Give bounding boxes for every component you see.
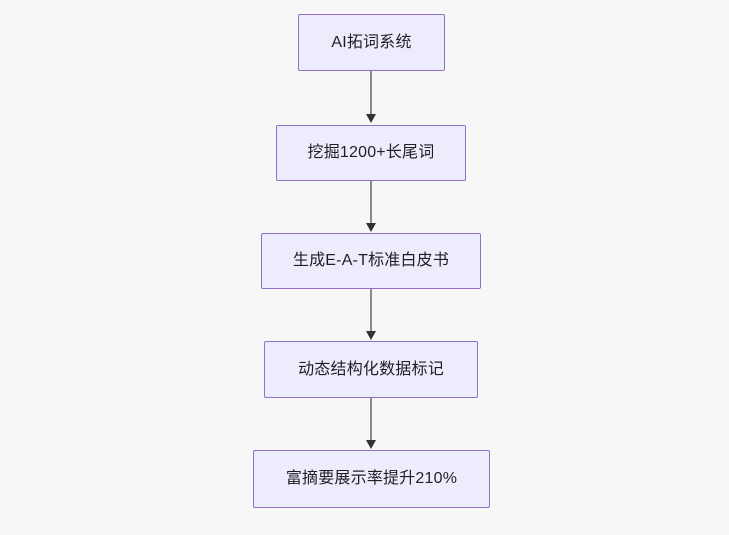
flow-node-ai-keyword-system[interactable]: AI拓词系统 — [298, 14, 445, 71]
arrowhead-node5 — [366, 440, 376, 449]
edge-node2-node3 — [370, 181, 372, 224]
flow-node-label: 富摘要展示率提升210% — [285, 470, 458, 488]
flow-node-label: 生成E-A-T标准白皮书 — [292, 252, 450, 270]
arrowhead-node2 — [366, 114, 376, 123]
flow-node-label: 动态结构化数据标记 — [298, 360, 444, 378]
flow-node-label: 挖掘1200+长尾词 — [307, 144, 435, 162]
flow-node-rich-snippet-result[interactable]: 富摘要展示率提升210% — [253, 450, 490, 508]
edge-node1-node2 — [370, 71, 372, 116]
flow-node-mine-longtail-keywords[interactable]: 挖掘1200+长尾词 — [276, 125, 466, 181]
flow-node-dynamic-structured-data[interactable]: 动态结构化数据标记 — [264, 341, 478, 398]
flow-node-generate-eat-whitepaper[interactable]: 生成E-A-T标准白皮书 — [261, 233, 481, 289]
edge-node3-node4 — [370, 289, 372, 332]
arrowhead-node3 — [366, 223, 376, 232]
arrowhead-node4 — [366, 331, 376, 340]
edge-node4-node5 — [370, 398, 372, 441]
flow-node-label: AI拓词系统 — [331, 33, 412, 51]
